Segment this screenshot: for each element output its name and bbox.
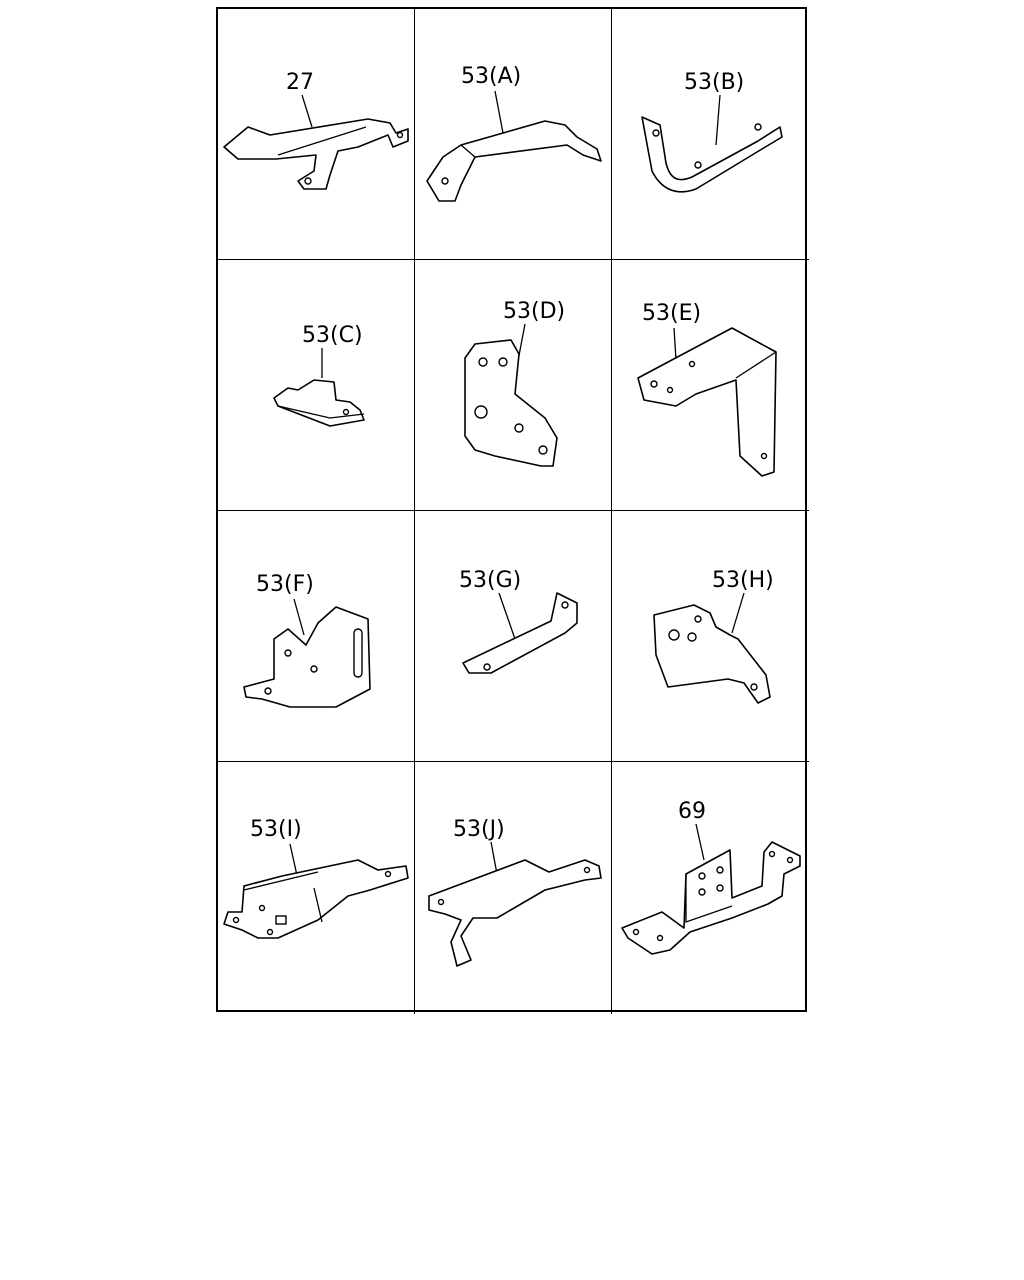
- bracket-69-drawing: 69: [621, 799, 801, 955]
- bracket-53f-drawing: 53(F): [243, 572, 371, 708]
- bracket-53a-drawing: 53(A): [426, 64, 602, 202]
- bracket-53e-drawing: 53(E): [637, 301, 777, 477]
- bracket-53b-drawing: 53(B): [641, 70, 783, 193]
- part-label: 53(A): [461, 64, 521, 89]
- bracket-53h-drawing: 53(H): [653, 568, 774, 704]
- part-cell-53h: 53(H): [612, 511, 809, 762]
- bracket-53d-drawing: 53(D): [464, 299, 565, 467]
- part-label: 53(E): [642, 301, 701, 326]
- part-label: 53(I): [250, 817, 302, 842]
- part-label: 27: [286, 70, 314, 95]
- bracket-53j-drawing: 53(J): [428, 817, 602, 967]
- part-label: 53(G): [459, 568, 521, 593]
- part-label: 69: [678, 799, 706, 824]
- parts-diagram-grid: 27 53(A) 53(B) 53(C): [216, 7, 809, 1014]
- part-cell-53i: 53(I): [218, 762, 415, 1014]
- bracket-53c-drawing: 53(C): [273, 323, 365, 427]
- part-cell-53e: 53(E): [612, 260, 809, 511]
- part-label: 53(F): [256, 572, 314, 597]
- bracket-27-drawing: 27: [223, 70, 409, 190]
- part-cell-53g: 53(G): [415, 511, 612, 762]
- part-cell-27: 27: [218, 9, 415, 260]
- part-label: 53(B): [684, 70, 744, 95]
- part-label: 53(H): [712, 568, 774, 593]
- part-label: 53(J): [453, 817, 505, 842]
- part-cell-53d: 53(D): [415, 260, 612, 511]
- part-cell-53f: 53(F): [218, 511, 415, 762]
- bracket-53i-drawing: 53(I): [223, 817, 409, 939]
- part-label: 53(C): [302, 323, 363, 348]
- part-cell-53a: 53(A): [415, 9, 612, 260]
- bracket-53g-drawing: 53(G): [459, 568, 578, 674]
- part-cell-53j: 53(J): [415, 762, 612, 1014]
- part-cell-69: 69: [612, 762, 809, 1014]
- part-label: 53(D): [503, 299, 565, 324]
- part-cell-53c: 53(C): [218, 260, 415, 511]
- part-cell-53b: 53(B): [612, 9, 809, 260]
